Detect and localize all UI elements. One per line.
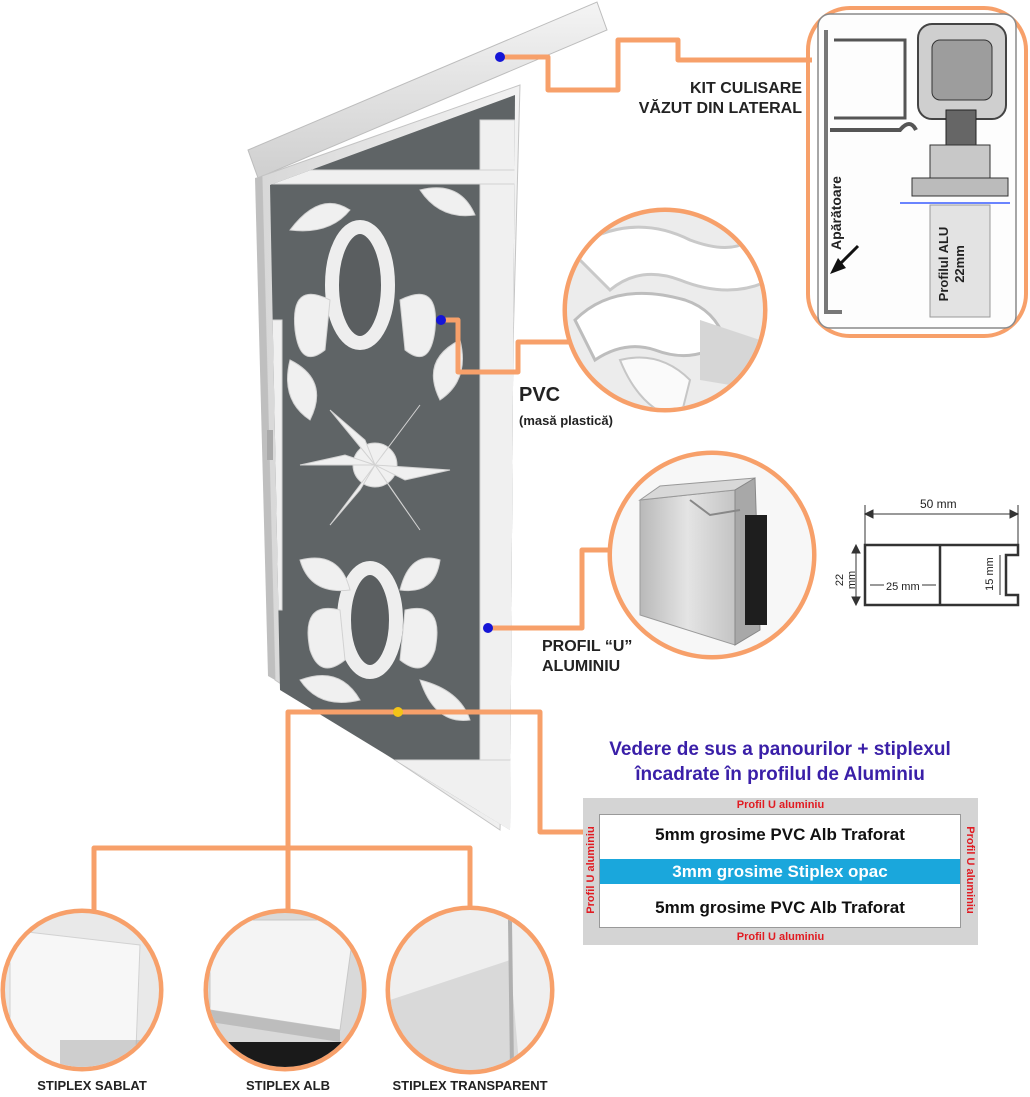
profile-dimension-drawing [851,505,1020,607]
door-pattern [270,95,515,830]
stiplex-transparent-label: STIPLEX TRANSPARENT [392,1078,548,1093]
profil-detail-circle [607,450,817,660]
kit-label-line2: VĂZUT DIN LATERAL [638,100,802,117]
profil-alu-line1: Profilul ALU [936,226,951,302]
dim-width: 50 mm [920,497,957,511]
profil-alu-line2: 22mm [952,245,967,283]
layer-pvc-bottom: 5mm grosime PVC Alb Traforat [655,898,905,917]
cross-section-title-line1: Vedere de sus a panourilor + stiplexul [609,739,951,760]
profil-label: PROFIL “U” ALUMINIU [542,637,632,677]
profil-label-line2: ALUMINIU [542,658,621,675]
stiplex-transparent-circle [385,905,555,1075]
stiplex-alb-label: STIPLEX ALB [245,1078,331,1093]
stiplex-trunk [285,709,398,898]
pvc-connector [441,317,575,375]
dim-height-num: 22 [834,573,846,587]
kit-label: KIT CULISARE VĂZUT DIN LATERAL [612,79,802,119]
layer-stiplex: 3mm grosime Stiplex opac [600,859,960,884]
aparatoare-label: Apărătoare [828,176,844,250]
dim-height-unit: mm [846,570,858,590]
pvc-marker [436,315,446,325]
profil-alu-label: Profilul ALU 22mm [936,224,968,304]
cross-section-layers: 5mm grosime PVC Alb Traforat 3mm grosime… [599,814,961,928]
frame-label-bottom: Profil U aluminiu [736,931,825,943]
dim-slot: 15 mm [984,557,996,591]
pvc-detail-circle [562,207,768,413]
cross-section-connector [398,709,583,835]
kit-detail-panel [806,6,1028,338]
door-panel [255,84,521,831]
kit-connector [500,37,812,93]
profil-marker [483,623,493,633]
stiplex-marker [393,707,403,717]
kit-label-line1: KIT CULISARE [690,80,802,97]
cross-section-diagram: Profil U aluminiu Profil U aluminiu Prof… [583,798,978,945]
dim-height: 22 mm [834,560,858,600]
frame-label-right: Profil U aluminiu [964,826,976,914]
frame-label-top: Profil U aluminiu [736,799,825,811]
stiplex-sablat-circle [0,908,164,1072]
layer-pvc-top: 5mm grosime PVC Alb Traforat [655,825,905,844]
kit-marker [495,52,505,62]
connector-lines [91,37,812,913]
stiplex-sablat-label: STIPLEX SABLAT [37,1078,147,1093]
cross-section-title-line2: încadrate în profilul de Aluminiu [635,764,925,785]
cross-section-title: Vedere de sus a panourilor + stiplexul î… [560,737,1000,787]
profil-connector [488,547,612,631]
dim-channel: 25 mm [884,581,922,593]
profil-label-line1: PROFIL “U” [542,638,633,655]
stiplex-branch [91,845,473,913]
pvc-subtitle: (masă plastică) [519,413,613,428]
stiplex-alb-circle [203,908,367,1072]
pvc-title: PVC [519,384,561,406]
frame-label-left: Profil U aluminiu [585,826,597,914]
door-rail [247,1,608,179]
